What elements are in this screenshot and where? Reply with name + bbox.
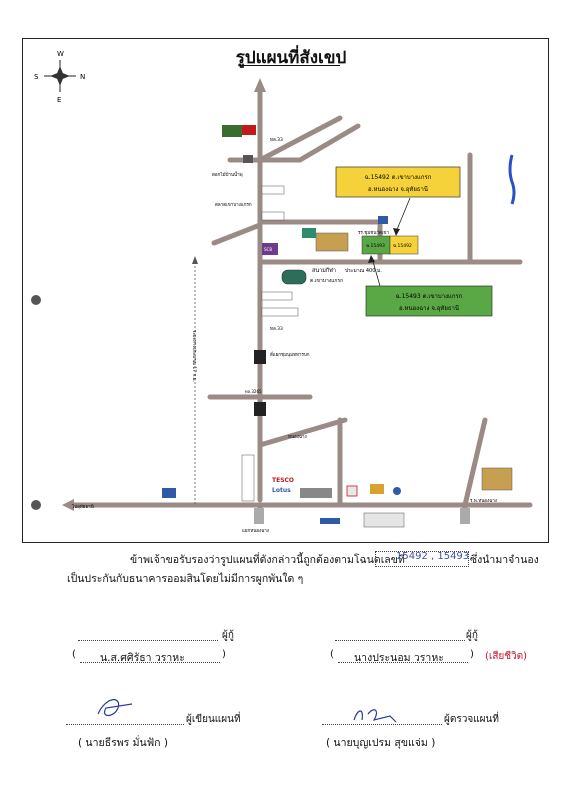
callout-yellow-line2: อ.หนองฉาง จ.อุทัยธานี xyxy=(368,185,428,193)
callout-green-line1: ฉ.15493 ต.เขาบางแกรก xyxy=(396,293,463,300)
checker-name: ( นายบุญเปรม สุขแจ่ม ) xyxy=(326,737,436,749)
drawer-signature xyxy=(97,699,133,717)
borrower1-open-paren: ( xyxy=(72,649,76,660)
svg-text:SCB: SCB xyxy=(264,247,272,252)
map-title: รูปแผนที่สังเขป xyxy=(235,48,347,68)
bank-left-icon xyxy=(162,488,176,498)
callout-yellow-box xyxy=(335,166,461,198)
west-arrow-icon xyxy=(62,499,74,511)
compass-s: S xyxy=(34,73,39,81)
deed-number-box xyxy=(375,551,469,567)
svg-text:สี่แยกชุมนุมทหารบก: สี่แยกชุมนุมทหารบก xyxy=(270,351,310,358)
drawer-label: ผู้เขียนแผนที่ xyxy=(186,714,241,725)
stadium-label-2: ต.เขาบางแกรก xyxy=(310,278,343,284)
callout-yellow-line1: ฉ.15492 ต.เขาบางแกรก xyxy=(365,174,432,181)
svg-text:แยกหนองฉาง: แยกหนองฉาง xyxy=(242,529,269,534)
river-icon xyxy=(508,154,516,205)
callout-green-box xyxy=(365,285,493,317)
compass-icon: W E S N xyxy=(34,50,85,104)
tesco-logo: TESCO xyxy=(272,477,294,484)
parcel-right-label: ฉ.15492 xyxy=(393,243,412,249)
borrower2-close-paren: ) xyxy=(470,649,474,660)
distance-label: ประมาณ 400 ม. xyxy=(345,268,382,274)
borrower1-name-line xyxy=(80,662,220,663)
seven-eleven-icon xyxy=(346,485,358,497)
drawer-name: ( นายธีรพร มั่นฟัก ) xyxy=(78,737,168,749)
compass-w: W xyxy=(57,50,64,58)
borrower2-sign-line xyxy=(335,640,465,641)
stadium-label-1: สนามกีฬา xyxy=(312,267,336,274)
compass-n: N xyxy=(80,73,85,81)
label-hospital: ร.พ.หนองฉาง xyxy=(470,498,497,504)
punch-hole-2 xyxy=(31,500,41,510)
borrower1-label: ผู้กู้ xyxy=(222,630,234,641)
stadium-icon xyxy=(281,269,307,285)
map-frame xyxy=(22,38,549,543)
svg-text:ทล.3265: ทล.3265 xyxy=(245,389,262,394)
vertical-distance-label: ระยะทางประมาณ 17 ก.ม. xyxy=(191,330,197,382)
vertical-sign xyxy=(241,454,255,502)
borrower2-open-paren: ( xyxy=(330,649,334,660)
svg-text:ทล.33: ทล.33 xyxy=(270,326,283,332)
checker-sign-line xyxy=(322,724,442,725)
cert-line-2: เป็นประกันกับธนาคารออมสินโดยไม่มีการผูกพ… xyxy=(67,573,304,585)
shops-icon xyxy=(300,488,332,498)
town-office-icon xyxy=(363,512,405,528)
hospital-icon xyxy=(481,467,513,491)
bank-blue-sign xyxy=(320,518,340,524)
title-underline xyxy=(240,65,340,66)
bridge-icon xyxy=(254,350,266,364)
checker-label: ผู้ตรวจแผนที่ xyxy=(444,714,499,725)
bank-icon xyxy=(262,243,278,255)
checker-signature xyxy=(353,709,397,723)
callout-yellow-arrow xyxy=(395,197,411,233)
borrower2-name-line xyxy=(338,662,468,663)
punch-hole xyxy=(31,295,41,305)
svg-text:ทล.33: ทล.33 xyxy=(270,137,283,143)
borrower1-sign-line xyxy=(78,640,218,641)
landmarks: ทล.33 ดอกไม้บ้านน้ำพุ ตลาดเขาบางแกรก รร.… xyxy=(71,125,513,534)
parcel-left-label: ฉ.15493 xyxy=(366,243,385,249)
bank-round-icon xyxy=(393,487,401,495)
borrower1-close-paren: ) xyxy=(222,649,226,660)
callout-green-line2: อ.หนองฉาง จ.อุทัยธานี xyxy=(399,304,459,312)
sketch-map: W E S N xyxy=(31,50,533,534)
compass-e: E xyxy=(57,96,61,104)
bank-gold-icon xyxy=(370,484,384,494)
label-market: ตลาดเขาบางแกรก xyxy=(215,202,252,208)
north-arrow-icon xyxy=(254,78,266,92)
borrower2-label: ผู้กู้ xyxy=(466,630,478,641)
label-gas: ดอกไม้บ้านน้ำพุ xyxy=(212,171,243,178)
cert-text-2: ซึ่งนำมาจำนอง xyxy=(470,554,539,566)
borrower1-name: น.ส.ศศิรัธา วราหะ xyxy=(100,652,185,664)
flag-icon xyxy=(222,125,242,137)
cert-text-1: ข้าพเจ้าขอรับรองว่ารูปแผนที่ดังกล่าวนี้ถ… xyxy=(130,554,405,566)
svg-text:หนองฉาง: หนองฉาง xyxy=(288,435,307,440)
callout-green-arrow xyxy=(371,257,381,287)
school-logo-icon xyxy=(378,216,388,224)
svg-text:Lotus: Lotus xyxy=(272,487,291,494)
parcel-right xyxy=(389,235,419,255)
borrower2-status: (เสียชีวิต) xyxy=(485,651,528,662)
school-icon xyxy=(315,232,349,252)
label-school: รร.ชุมชนวัดเขา xyxy=(358,230,389,236)
borrower2-name: นางประนอม วราหะ xyxy=(354,652,444,664)
bridge-icon-2 xyxy=(254,402,266,416)
svg-text:ไปอุทัยธานี: ไปอุทัยธานี xyxy=(71,504,94,510)
deed-numbers: 15492 , 15493 xyxy=(396,551,470,562)
drawer-sign-line xyxy=(66,724,184,725)
road-ne xyxy=(257,115,343,163)
gas-station-icon xyxy=(243,155,253,163)
